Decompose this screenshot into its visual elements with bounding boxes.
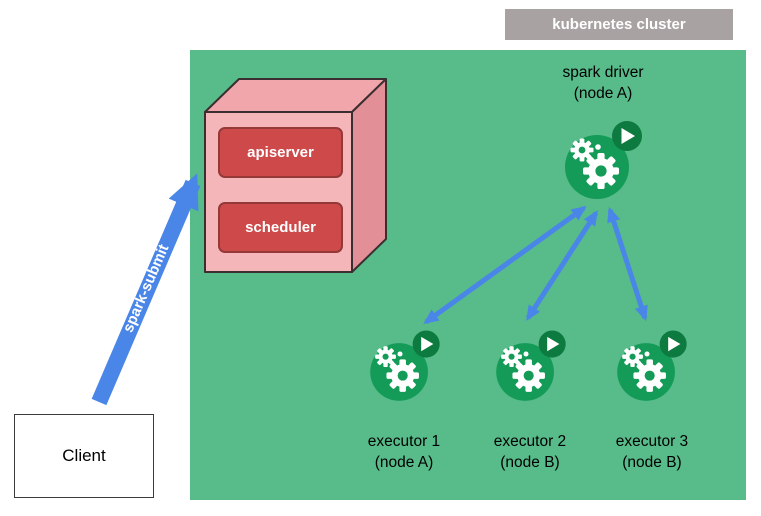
executor-2-name: executor 2 (493, 433, 567, 450)
spark-driver-node: (node A) (573, 84, 633, 102)
scheduler-label: scheduler (245, 219, 316, 236)
spark-driver-pod-icon (565, 121, 642, 199)
executor-2-label: executor 2 (node B) (455, 432, 605, 474)
cube-right-face (351, 78, 387, 273)
client-box: Client (14, 414, 154, 498)
spark-driver-name: spark driver (562, 64, 644, 81)
apiserver-box: apiserver (218, 127, 343, 178)
executor-2-pod-icon (496, 330, 566, 401)
executor-3-label: executor 3 (node B) (577, 432, 727, 474)
executor-1-node: (node A) (374, 453, 434, 471)
executor-2-node: (node B) (500, 453, 560, 471)
kubernetes-cluster-label: kubernetes cluster (505, 9, 733, 40)
executor-3-node: (node B) (622, 453, 682, 471)
apiserver-label: apiserver (247, 144, 314, 161)
executor-3-pod-icon (617, 330, 687, 401)
client-label: Client (62, 446, 106, 465)
scheduler-box: scheduler (218, 202, 343, 253)
spark-driver-label: spark driver (node A) (518, 63, 688, 105)
kubernetes-cluster-label-text: kubernetes cluster (552, 16, 686, 33)
executor-1-pod-icon (370, 330, 440, 401)
executor-1-name: executor 1 (367, 433, 441, 450)
spark-submit-label: spark-submit (119, 241, 173, 336)
executor-3-name: executor 3 (615, 433, 689, 450)
executor-1-label: executor 1 (node A) (329, 432, 479, 474)
